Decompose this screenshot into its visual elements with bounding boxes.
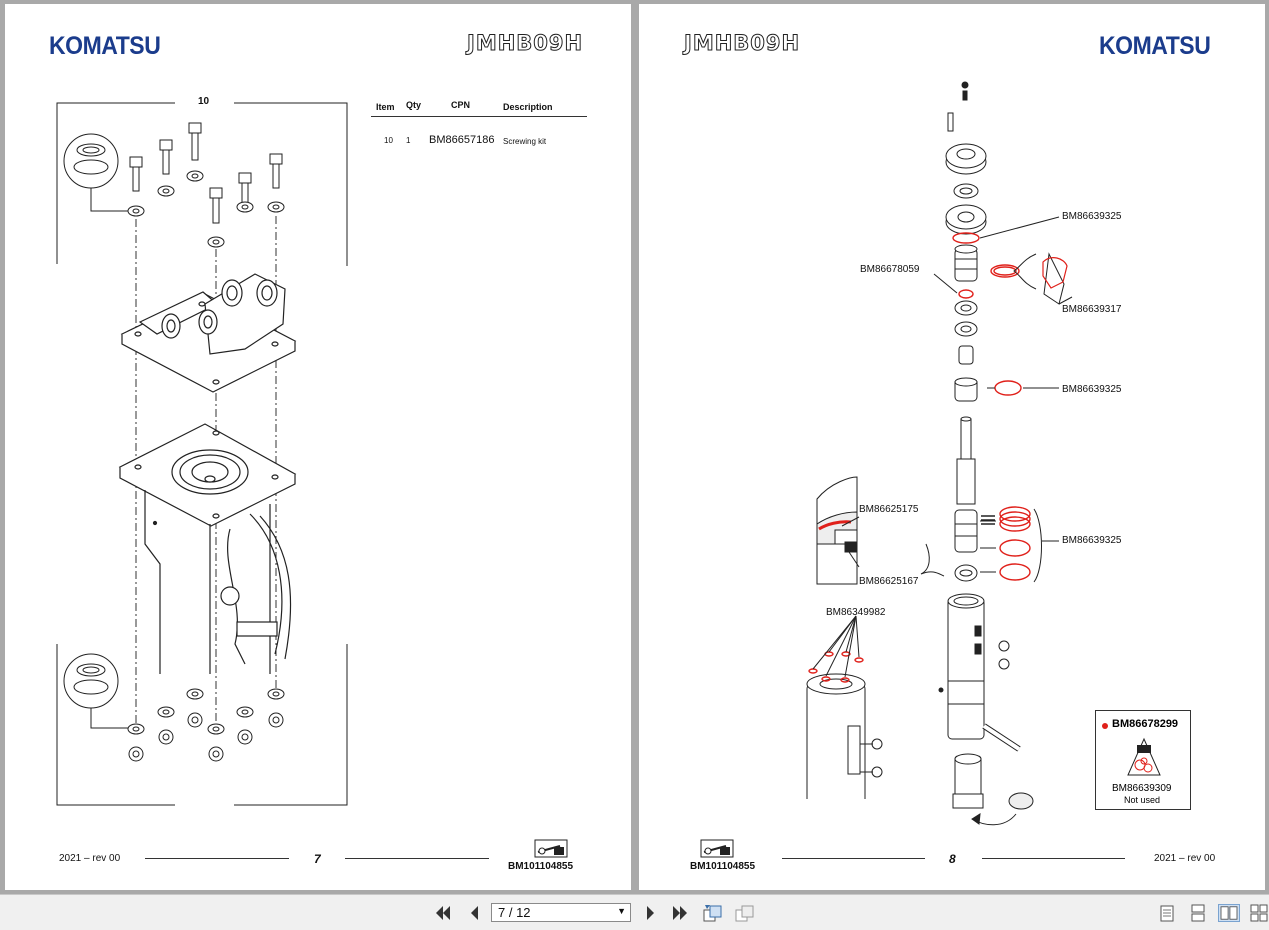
diagram-item-label: 10 <box>198 96 210 107</box>
kit-note: Not used <box>1124 795 1161 805</box>
page-selector[interactable]: 7 / 12 ▼ <box>491 903 631 922</box>
page-number: 7 <box>314 852 321 866</box>
footer-rule <box>345 858 489 859</box>
komatsu-logo: KOMATSU <box>1099 32 1211 60</box>
table-header-description: Description <box>503 102 553 112</box>
page-indicator: 7 / 12 <box>498 905 531 920</box>
footer-revision: 2021 – rev 00 <box>59 853 121 864</box>
seal-kit-box: BM86678299 BM86639309 Not used <box>1095 710 1191 810</box>
rotate-view-icon[interactable] <box>702 904 724 922</box>
facing-continuous-icon[interactable] <box>1249 904 1269 922</box>
part-callout-5: BM86625175 <box>859 504 919 515</box>
hammer-icon <box>534 839 568 858</box>
footer-rule <box>982 858 1125 859</box>
kit-part-number: BM86639309 <box>1112 783 1172 794</box>
kit-title: BM86678299 <box>1112 718 1179 730</box>
model-title: JMHB09H <box>683 31 801 56</box>
last-page-icon[interactable] <box>671 905 689 921</box>
part-callout-3: BM86639317 <box>1062 304 1122 315</box>
hammer-icon <box>700 839 734 858</box>
part-callout-2: BM86678059 <box>860 264 920 275</box>
first-page-icon[interactable] <box>434 905 452 921</box>
table-cell-description: Screwing kit <box>503 137 547 146</box>
table-header-qty: Qty <box>406 100 422 110</box>
viewer-toolbar: 7 / 12 ▼ <box>0 894 1269 930</box>
single-page-icon[interactable] <box>1156 904 1178 922</box>
facing-pages-icon[interactable] <box>1218 904 1240 922</box>
komatsu-logo: KOMATSU <box>49 32 161 60</box>
seal-kit-bag-icon <box>1127 737 1161 776</box>
part-callout-1: BM86639325 <box>1062 211 1122 222</box>
table-header-rule <box>371 116 587 117</box>
footer-rule <box>782 858 925 859</box>
table-cell-cpn: BM86657186 <box>429 134 495 146</box>
part-callout-6: BM86639325 <box>1062 535 1122 546</box>
breaker-bracket-exploded-diagram <box>56 102 348 806</box>
model-title: JMHB09H <box>466 31 584 56</box>
part-callout-7: BM86625167 <box>859 576 919 587</box>
table-cell-qty: 1 <box>406 136 411 145</box>
document-code: BM101104855 <box>508 861 574 872</box>
page-view-icon[interactable] <box>734 904 756 922</box>
chevron-down-icon: ▼ <box>617 906 626 916</box>
table-cell-item: 10 <box>384 136 393 145</box>
footer-revision: 2021 – rev 00 <box>1154 853 1216 864</box>
document-page-left: KOMATSU JMHB09H <box>5 4 631 890</box>
breaker-exploded-diagram <box>806 81 1073 826</box>
page-number: 8 <box>949 852 956 866</box>
red-dot-icon <box>1102 723 1108 729</box>
table-header-item: Item <box>376 102 395 112</box>
next-page-icon[interactable] <box>642 905 660 921</box>
table-header-cpn: CPN <box>451 100 471 110</box>
document-code: BM101104855 <box>690 861 756 872</box>
part-callout-8: BM86349982 <box>826 607 886 618</box>
part-callout-4: BM86639325 <box>1062 384 1122 395</box>
continuous-page-icon[interactable] <box>1187 904 1209 922</box>
document-page-right: JMHB09H KOMATSU <box>639 4 1265 890</box>
previous-page-icon[interactable] <box>466 905 484 921</box>
footer-rule <box>145 858 289 859</box>
